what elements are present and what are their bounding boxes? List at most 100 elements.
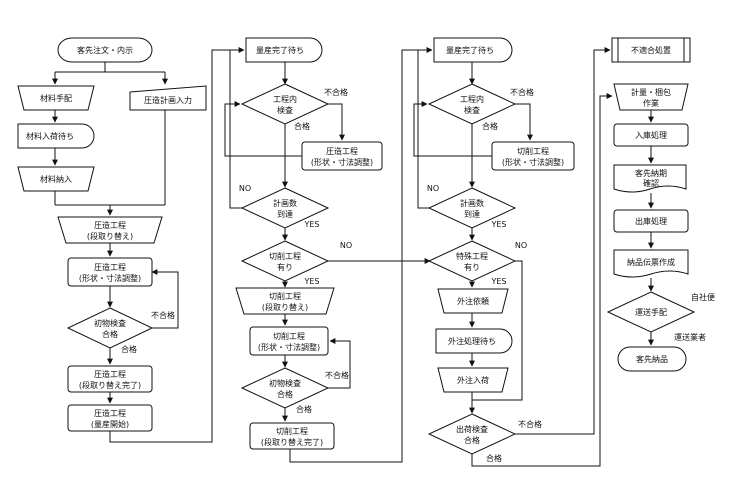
delivery-confirm-shape [613,164,687,193]
col3-outsource-wait-label: 外注処理待ち [448,336,496,346]
col3-ng-label: 不合格 [510,87,534,97]
delivery-confirm-label-1: 客先納期 [635,168,667,178]
press-setup-done-label-2: (段取り替え完了) [79,380,141,390]
col3-special-label-1: 特殊工程 [456,251,488,261]
material-wait-label: 材料入荷待ち [26,131,74,141]
carrier-label: 運送業者 [674,332,706,342]
col3-no-label-1: NO [427,184,439,193]
start-terminal-shape [57,37,153,63]
col2-inspection-label-1: 工程内 [273,94,297,104]
col2-cut-adjust-shape [249,326,329,356]
material-receive-label: 材料納入 [40,174,72,184]
col3-inspection-label-2: 検査 [464,105,480,115]
col3-shipping-diamond [427,413,517,455]
col3-outsource-request-shape [437,288,509,314]
col3-yes-label-2: YES [490,277,506,286]
col2-cut-adjust-label-2: (形状・寸法調整) [258,342,320,352]
measure-pack-label-1: 計量・梱包 [631,87,671,97]
press-adjust-label-1: 圧造工程 [94,262,126,272]
first-inspection-label-2: 合格 [102,329,118,339]
col2-cut-setup-label-2: (段取り替え) [262,302,308,312]
col3-inspection-label-1: 工程内 [460,94,484,104]
col3-no-label-2: NO [515,241,527,250]
col2-cut-setup-done-shape [249,422,335,450]
col2-pass-label: 合格 [294,121,310,131]
measure-pack-label-2: 作業 [643,98,659,108]
col3-outsource-receive-shape [437,367,509,393]
col3-special-diamond [427,240,517,282]
col2-ng-label-2: 不合格 [325,370,349,380]
col2-cut-setup-done-label-1: 切削工程 [276,426,308,436]
press-setup-done-label-1: 圧造工程 [94,369,126,379]
col2-no-label-2: NO [340,241,352,250]
col3-pass-label: 合格 [482,121,498,131]
col3-ng-label-2: 不合格 [518,419,542,429]
col2-quantity-label-2: 到達 [277,209,293,219]
col2-no-label-1: NO [239,184,251,193]
col2-first-inspection-diamond [240,367,330,409]
col3-inspection-diamond [427,83,517,125]
col3-outsource-wait-shape [435,328,513,354]
col3-outsource-request-label: 外注依頼 [457,296,489,306]
press-setup-shape [57,216,163,244]
col3-yes-label-1: YES [490,220,506,229]
col2-inspection-label-2: 検査 [277,105,293,115]
customer-delivery-shape [617,346,687,372]
col2-cutting-diamond [240,240,330,282]
col2-cutting-label-2: 有り [277,262,293,272]
col2-cut-adjust-label-1: 切削工程 [273,331,305,341]
warehouse-out-label: 出庫処理 [635,216,667,226]
press-mass-start-label-1: 圧造工程 [94,408,126,418]
press-adjust-label-2: (形状・寸法調整) [79,273,141,283]
first-inspection-diamond [66,307,154,349]
col2-first-inspection-label-1: 初物検査 [269,378,301,388]
col3-shipping-label-2: 合格 [464,435,480,445]
press-plan-input-label: 圧造計画入力 [144,95,192,105]
col3-quantity-label-2: 到達 [464,209,480,219]
own-company-label: 自社便 [691,292,715,302]
transport-label: 運送手配 [635,307,667,317]
col2-press-adjust-label-1: 圧造工程 [326,146,358,156]
delivery-slip-shape [613,249,689,278]
col2-cutting-label-1: 切削工程 [269,251,301,261]
delivery-slip-label: 納品伝票作成 [627,257,675,267]
nonconforming-shape [611,37,691,63]
col3-cut-adjust-label-1: 切削工程 [517,146,549,156]
col2-yes-label-1: YES [303,220,319,229]
delivery-confirm-label-2: 確認 [643,178,659,188]
material-arrange-label: 材料手配 [40,93,72,103]
col3-special-label-2: 有り [464,262,480,272]
col1-pass-label: 合格 [121,344,137,354]
material-receive-shape [17,166,95,192]
press-setup-label-2: (段取り替え) [87,231,133,241]
col2-quantity-label-1: 計画数 [273,198,297,208]
col2-yes-label-2: YES [303,277,319,286]
col2-cut-setup-label-1: 切削工程 [269,291,301,301]
col3-pass-label-2: 合格 [486,453,502,463]
col3-shipping-label-1: 出荷検査 [456,424,488,434]
start-label: 客先注文・内示 [77,45,133,55]
col2-press-adjust-label-2: (形状・寸法調整) [311,157,373,167]
col3-outsource-receive-label: 外注入荷 [457,375,489,385]
material-arrange-shape [17,85,95,111]
warehouse-in-label: 入庫処理 [635,130,667,140]
col1-ng-label: 不合格 [151,310,175,320]
measure-pack-shape [613,83,689,111]
col3-cut-adjust-label-2: (形状・寸法調整) [502,157,564,167]
col2-ng-label: 不合格 [324,87,348,97]
col2-cut-setup-done-label-2: (段取り替え完了) [261,437,323,447]
col2-wait-shape [245,37,323,63]
col3-wait-label: 量産完了待ち [446,45,494,55]
press-setup-label-1: 圧造工程 [94,220,126,230]
first-inspection-label-1: 初物検査 [94,318,126,328]
press-mass-start-label-2: (量産開始) [91,419,129,429]
col3-wait-shape [433,37,513,63]
col3-quantity-label-1: 計画数 [460,198,484,208]
col2-cut-setup-shape [235,287,335,315]
col2-pass-label-2: 合格 [296,404,312,414]
col2-first-inspection-label-2: 合格 [277,389,293,399]
material-wait-shape [17,123,95,149]
press-plan-input-shape [129,85,207,111]
col2-wait-label: 量産完了待ち [256,45,304,55]
